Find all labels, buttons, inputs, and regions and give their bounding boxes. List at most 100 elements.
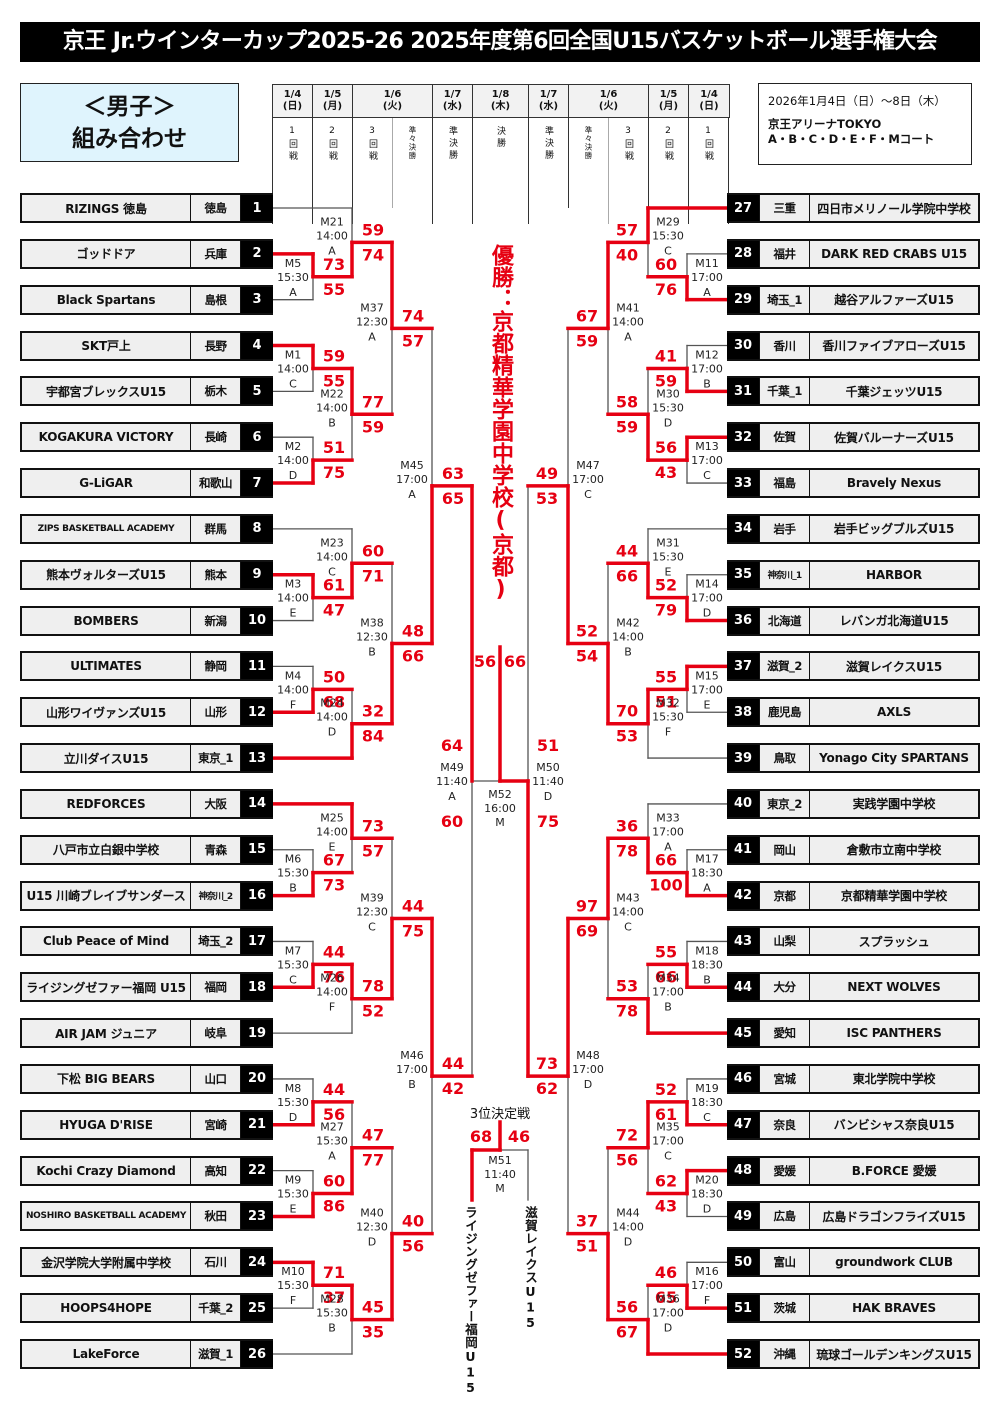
match-score-bottom: 56	[402, 1237, 424, 1256]
team-name: 立川ダイスU15	[22, 745, 191, 772]
match-number: M7	[285, 944, 302, 957]
match-court: F	[329, 1001, 335, 1014]
team-prefecture: 東京_2	[759, 790, 809, 817]
team-name: 岩手ビッグブルズU15	[809, 515, 978, 542]
schedule-weekday: (水)	[442, 101, 463, 112]
team-name: SKT戸上	[22, 332, 191, 359]
match-time: 14:00	[277, 362, 309, 375]
match-time: 14:00	[316, 825, 348, 838]
match-court: B	[624, 645, 632, 658]
match-time: 17:00	[652, 1307, 684, 1320]
schedule-round-label: 準決勝	[543, 126, 553, 162]
match-time: 15:30	[277, 271, 309, 284]
match-time: 14:00	[612, 906, 644, 919]
team-number: 20	[241, 1065, 273, 1092]
match-time: 14:00	[316, 550, 348, 563]
match-time: 11:40	[532, 775, 564, 788]
match-court: D	[624, 1236, 632, 1249]
match-score-top: 51	[537, 736, 559, 755]
match-number: M6	[285, 853, 302, 866]
match-score-bottom: 42	[442, 1079, 464, 1098]
match-score-top: 60	[655, 255, 677, 274]
match-number: M12	[695, 348, 719, 361]
champion-label: 優勝：	[488, 244, 513, 310]
match-court: B	[703, 973, 711, 986]
schedule-round-label: 準決勝	[447, 126, 457, 162]
match-court: B	[408, 1078, 416, 1091]
team-name: HYUGA D'RISE	[22, 1111, 191, 1138]
match-number: M15	[695, 669, 719, 682]
team-name: ゴッドドア	[22, 240, 191, 267]
schedule-weekday: (月)	[322, 101, 343, 112]
team-number: 48	[727, 1157, 759, 1184]
match-number: M32	[656, 697, 680, 710]
match-number: M21	[320, 215, 344, 228]
match-number: M39	[360, 892, 384, 905]
schedule-date: 1/6	[599, 89, 618, 100]
team-number: 28	[727, 240, 759, 267]
match-score-top: 45	[362, 1298, 384, 1317]
team-number: 36	[727, 607, 759, 634]
team-prefecture: 愛知	[759, 1020, 809, 1047]
team-number: 27	[727, 195, 759, 221]
match-court: B	[328, 416, 336, 429]
team-prefecture: 佐賀	[759, 424, 809, 451]
match-score-bottom: 59	[362, 417, 384, 436]
team-name: スプラッシュ	[809, 928, 978, 955]
team-name: ZIPS BASKETBALL ACADEMY	[22, 515, 191, 542]
team-name: AXLS	[809, 699, 978, 726]
